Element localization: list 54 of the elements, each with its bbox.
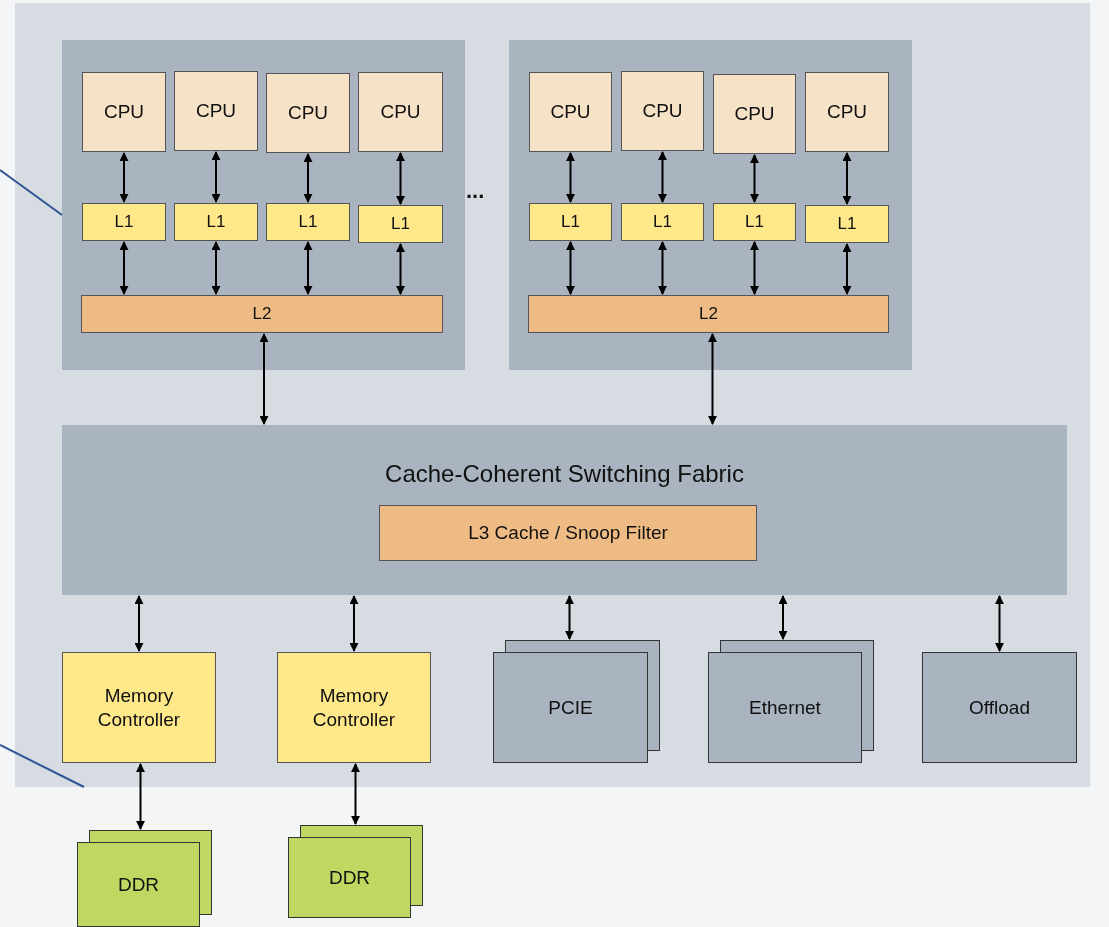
leader-line bbox=[0, 169, 63, 216]
double-arrow bbox=[566, 152, 575, 203]
double-arrow bbox=[259, 333, 269, 425]
double-arrow bbox=[303, 153, 313, 203]
double-arrow bbox=[842, 152, 852, 205]
double-arrow bbox=[566, 241, 575, 295]
l1-cache-box: L1 bbox=[82, 203, 166, 241]
memory-controller-box: Memory Controller bbox=[62, 652, 216, 763]
chip-background bbox=[15, 3, 1090, 787]
double-arrow bbox=[658, 151, 667, 203]
double-arrow bbox=[750, 241, 759, 295]
cpu-box: CPU bbox=[529, 72, 612, 152]
double-arrow bbox=[708, 333, 717, 425]
cpu-box: CPU bbox=[174, 71, 258, 151]
double-arrow bbox=[136, 763, 145, 830]
cpu-box: CPU bbox=[266, 73, 350, 153]
cpu-cluster-panel bbox=[509, 40, 912, 370]
l1-cache-box: L1 bbox=[529, 203, 612, 241]
double-arrow bbox=[995, 595, 1004, 652]
double-arrow bbox=[565, 595, 574, 640]
l1-cache-box: L1 bbox=[174, 203, 258, 241]
double-arrow bbox=[349, 595, 359, 652]
ellipsis-label: ... bbox=[466, 180, 485, 202]
double-arrow bbox=[396, 152, 405, 205]
double-arrow bbox=[211, 241, 221, 295]
cpu-box: CPU bbox=[805, 72, 889, 152]
double-arrow bbox=[842, 243, 852, 295]
switching-fabric-panel: Cache-Coherent Switching Fabric L3 Cache / Snoop Filter bbox=[62, 425, 1067, 595]
cpu-box: CPU bbox=[358, 72, 443, 152]
double-arrow bbox=[119, 152, 129, 203]
l1-cache-box: L1 bbox=[358, 205, 443, 243]
cpu-box: CPU bbox=[713, 74, 796, 154]
l3-cache-box: L3 Cache / Snoop Filter bbox=[379, 505, 757, 561]
double-arrow bbox=[778, 595, 788, 640]
memory-controller-box: Memory Controller bbox=[277, 652, 431, 763]
double-arrow bbox=[658, 241, 667, 295]
l1-cache-box: L1 bbox=[805, 205, 889, 243]
l1-cache-box: L1 bbox=[266, 203, 350, 241]
double-arrow bbox=[396, 243, 405, 295]
double-arrow bbox=[750, 154, 759, 203]
peripheral-box: Offload bbox=[922, 652, 1077, 763]
double-arrow bbox=[119, 241, 129, 295]
cpu-box: CPU bbox=[621, 71, 704, 151]
l2-cache-bar: L2 bbox=[81, 295, 443, 333]
double-arrow bbox=[134, 595, 144, 652]
l1-cache-box: L1 bbox=[713, 203, 796, 241]
double-arrow bbox=[211, 151, 221, 203]
cpu-cluster-panel bbox=[62, 40, 465, 370]
double-arrow bbox=[303, 241, 313, 295]
cpu-box: CPU bbox=[82, 72, 166, 152]
l2-cache-bar: L2 bbox=[528, 295, 889, 333]
double-arrow bbox=[351, 763, 360, 825]
l1-cache-box: L1 bbox=[621, 203, 704, 241]
leader-line bbox=[0, 744, 85, 788]
